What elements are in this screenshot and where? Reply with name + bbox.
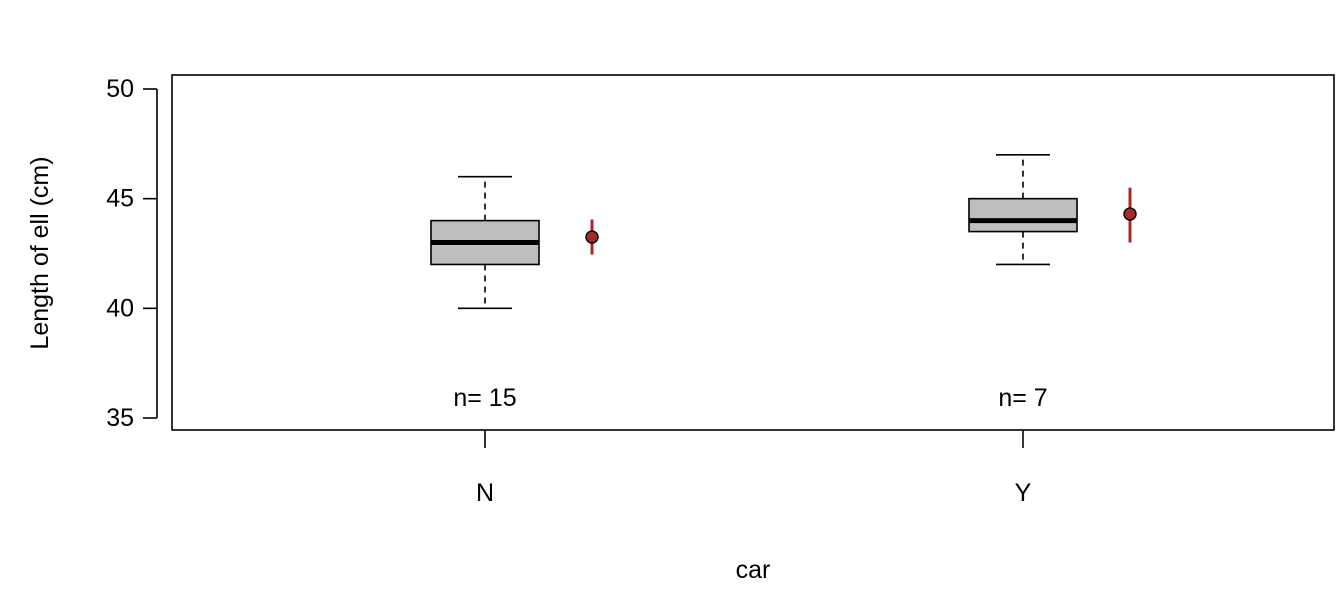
x-tick-label: Y <box>1015 479 1032 507</box>
plot-frame <box>171 74 1335 431</box>
n-label: n= 7 <box>998 384 1047 412</box>
box-iqr <box>968 197 1078 233</box>
y-tick-label: 35 <box>106 404 134 432</box>
box-group: n= 7 <box>968 154 1137 412</box>
n-label: n= 15 <box>453 384 516 412</box>
y-tick-label: 50 <box>106 75 134 103</box>
y-tick-label: 40 <box>106 294 134 322</box>
y-axis-ticks: 35 40 45 50 <box>106 75 157 432</box>
box-group: n= 15 <box>430 175 599 412</box>
y-axis-title: Length of ell (cm) <box>26 156 54 349</box>
x-axis-title: car <box>736 556 771 584</box>
box-series: n= 15 n= 7 <box>430 154 1137 412</box>
mean-point <box>1123 207 1137 221</box>
y-tick-label: 45 <box>106 185 134 213</box>
mean-point <box>585 230 599 244</box>
x-tick-label: N <box>476 479 494 507</box>
